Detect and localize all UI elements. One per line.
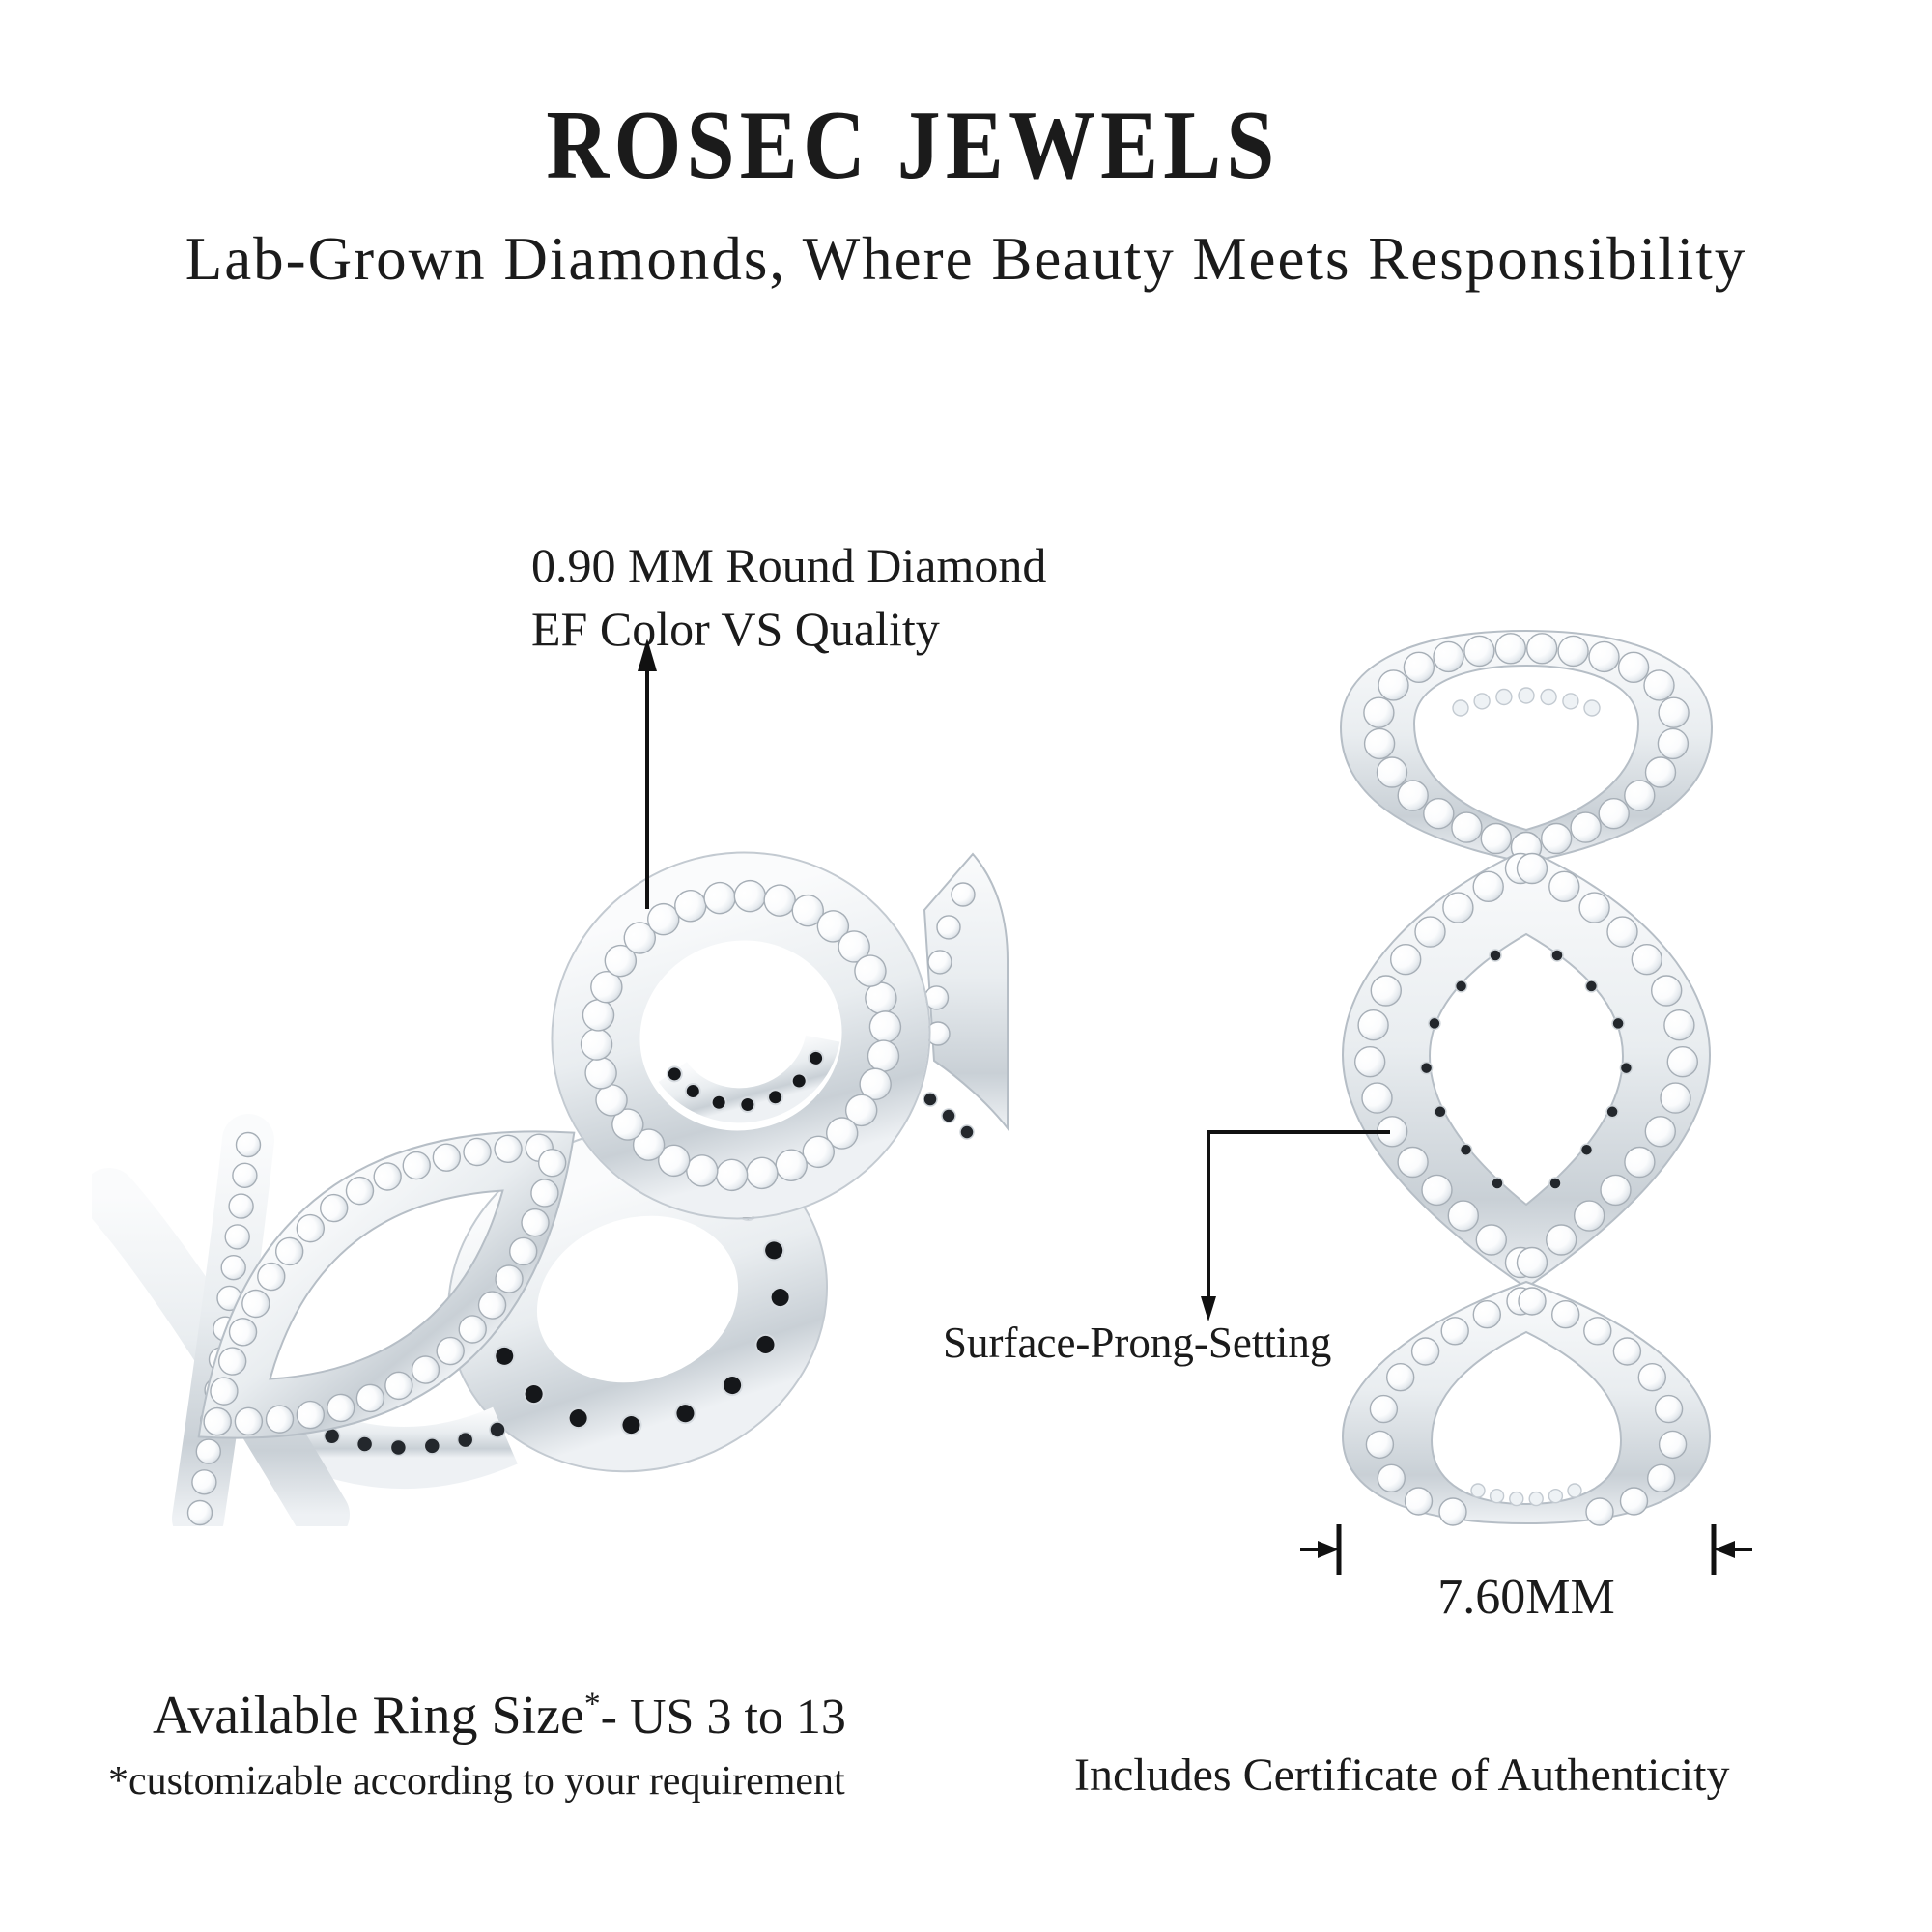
- diamond-spec-line1: 0.90 MM Round Diamond: [531, 538, 1047, 592]
- diamond-spec-line2: EF Color VS Quality: [531, 602, 940, 656]
- band-width-label: 7.60MM: [1437, 1570, 1615, 1625]
- diamond-spec-annotation: 0.90 MM Round Diamond EF Color VS Qualit…: [531, 533, 1046, 661]
- ring-size-value: - US 3 to 13: [600, 1690, 846, 1745]
- up-arrow-icon: [638, 639, 657, 909]
- setting-annotation: Surface-Prong-Setting: [943, 1319, 1332, 1367]
- ring-size-asterisk: *: [583, 1686, 601, 1722]
- ring-size-label: Available Ring Size: [153, 1686, 584, 1746]
- down-elbow-arrow-icon: [1201, 1130, 1390, 1321]
- right-ring-illustration: [1339, 629, 1714, 1526]
- ring-size-note: *customizable according to your requirem…: [108, 1759, 845, 1804]
- brand-title: ROSEC JEWELS: [546, 91, 1280, 200]
- dimension-markers-icon: [1300, 1524, 1752, 1575]
- certificate-note: Includes Certificate of Authenticity: [1074, 1749, 1730, 1801]
- brand-tagline: Lab-Grown Diamonds, Where Beauty Meets R…: [185, 225, 1747, 293]
- ring-size-line: Available Ring Size*- US 3 to 13: [153, 1685, 846, 1747]
- left-ring-illustration: [92, 851, 1009, 1526]
